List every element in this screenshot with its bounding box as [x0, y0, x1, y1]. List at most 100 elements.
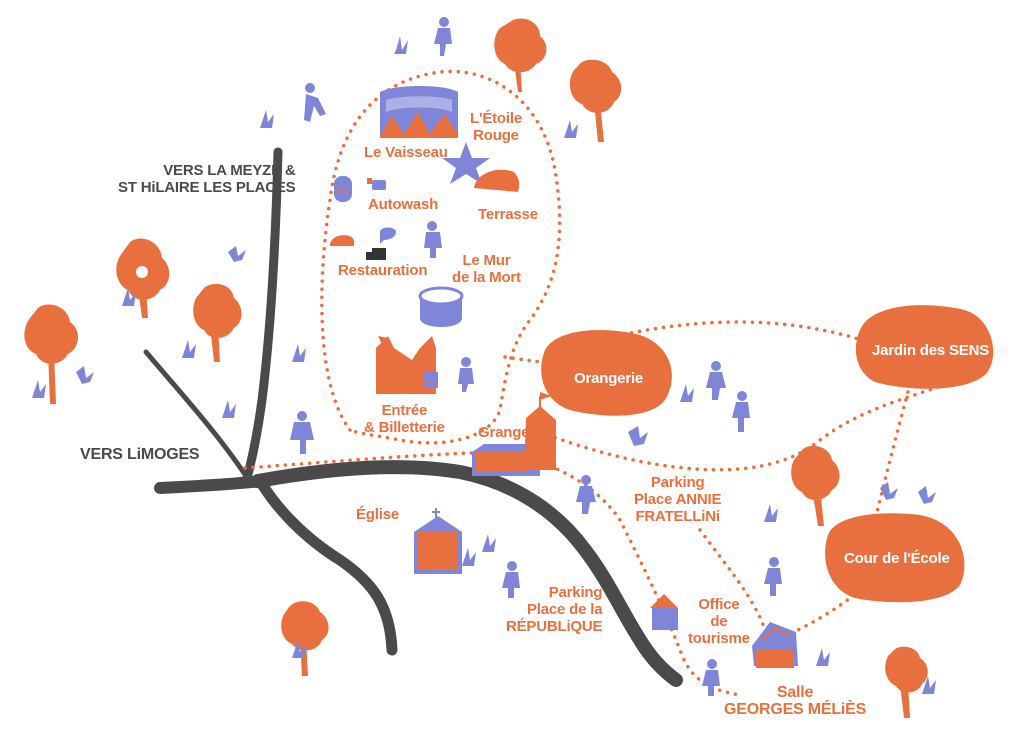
tent-icon [380, 86, 458, 138]
person-icon [702, 659, 720, 696]
label-entree-line2: & Billetterie [364, 419, 445, 436]
label-jardin-part1: Jardin des [872, 342, 949, 359]
label-salle-line2: GEORGES MÉLiÈS [724, 701, 867, 718]
label-etoile-line2: Rouge [473, 127, 519, 144]
label-parking-annie-line2a: Place [634, 491, 676, 508]
tree-icon [885, 646, 928, 718]
direction-limoges: VERS LiMOGES [80, 446, 200, 463]
tree-icon [791, 445, 840, 526]
butterfly-icon [918, 486, 936, 504]
caravan-mark: NG [337, 187, 349, 196]
road-main-east [251, 460, 683, 687]
label-terrasse: Terrasse [478, 206, 538, 223]
label-orangerie: Orangerie [574, 370, 644, 387]
grass-icon [462, 548, 476, 566]
food-tent-icon [330, 235, 354, 246]
tree-icon [494, 18, 547, 92]
grass-icon [182, 340, 196, 358]
label-autowash: Autowash [368, 196, 439, 213]
path-orangerie-jardin [598, 320, 882, 348]
path-parking-salle [698, 528, 767, 632]
road-north [241, 147, 283, 487]
person-icon [434, 17, 452, 56]
food-truck-cab [366, 252, 374, 260]
grass-icon [764, 504, 778, 522]
label-office-line1: Office [698, 596, 740, 613]
food-truck-icon [372, 248, 386, 260]
grass-icon [260, 110, 274, 128]
grass-icon [816, 648, 830, 666]
grass-icon [680, 384, 694, 402]
label-parking-annie-fratellini: Parking Place ANNIE FRATELLiNi [634, 474, 721, 525]
barn-icon [472, 392, 556, 476]
butterfly-icon [76, 366, 94, 384]
person-icon [424, 221, 442, 258]
road-branch-west [143, 349, 249, 479]
person-icon [706, 361, 726, 400]
label-parking-annie-line2b: ANNIE [675, 491, 722, 508]
grass-icon [292, 344, 306, 362]
label-entree-line1: Entrée [381, 402, 428, 419]
label-parking-annie-line2: Place ANNIE [634, 491, 721, 508]
trees [24, 18, 928, 718]
butterfly-icon [228, 246, 246, 262]
wall-of-death-icon [418, 286, 464, 327]
label-mur-line2: de la Mort [452, 269, 521, 286]
tree-icon [281, 601, 329, 676]
label-salle-line1: Salle [776, 684, 814, 701]
area-blobs [541, 305, 994, 603]
label-office-line2: de [710, 613, 728, 630]
label-entree-billetterie: Entrée & Billetterie [364, 402, 445, 436]
person-icon [764, 557, 782, 596]
path-grange-jardin [538, 378, 962, 472]
label-jardin-des-sens: Jardin des SENS [872, 342, 989, 359]
roads [143, 147, 683, 687]
label-parking-annie-line1: Parking [650, 474, 705, 491]
person-icon [502, 561, 520, 598]
label-parking-rep-line1: Parking [548, 584, 603, 601]
house-icon [650, 594, 678, 630]
grass-icon [394, 36, 408, 54]
path-jardin-cour [873, 382, 912, 522]
direction-meyze: VERS LA MEYZE & ST HiLAIRE LES PLACES [118, 162, 296, 196]
person-icon [304, 83, 326, 122]
label-mur-de-la-mort: Le Mur de la Mort [452, 252, 521, 286]
label-parking-annie-line3: FRATELLiNi [635, 508, 720, 525]
label-restauration: Restauration [338, 262, 428, 279]
label-parking-rep-line3: RÉPUBLiQUE [506, 618, 603, 635]
person-icon [290, 411, 314, 454]
label-office-de-tourisme: Office de tourisme [688, 596, 750, 647]
speech-bubble-icon [380, 227, 396, 244]
grass-icon [32, 380, 46, 398]
tree-icon [193, 283, 242, 362]
decorations [32, 17, 936, 696]
cinema-building-icon [752, 622, 798, 668]
person-icon [458, 357, 474, 392]
label-mur-line1: Le Mur [462, 252, 511, 269]
person-icon [732, 391, 750, 432]
label-grange: Grange [478, 424, 530, 441]
grass-icon [482, 534, 496, 552]
butterfly-icon [880, 482, 898, 500]
label-vaisseau: Le Vaisseau [364, 144, 448, 161]
label-salle-georges-melies: Salle GEORGES MÉLiÈS [724, 684, 866, 718]
grass-icon [222, 400, 236, 418]
tree-icon [569, 59, 622, 142]
grass-icon [922, 676, 936, 694]
svg-text:NG: NG [425, 378, 436, 386]
terrasse-tent-icon [474, 169, 520, 192]
caravan-icon [334, 176, 352, 202]
label-office-line3: tourisme [688, 630, 750, 647]
person-icon [576, 475, 596, 514]
road-to-limoges [154, 475, 268, 494]
grass-icon [564, 120, 578, 138]
label-cour-de-l-ecole: Cour de l'École [844, 550, 950, 567]
church-icon [414, 508, 462, 574]
label-parking-rep-line2: Place de la [526, 601, 603, 618]
label-parking-republique: Parking Place de la RÉPUBLiQUE [506, 584, 603, 635]
grass-icon [292, 640, 306, 658]
jardin-blob [855, 305, 994, 389]
direction-meyze-line1: VERS LA MEYZE & [163, 162, 296, 179]
